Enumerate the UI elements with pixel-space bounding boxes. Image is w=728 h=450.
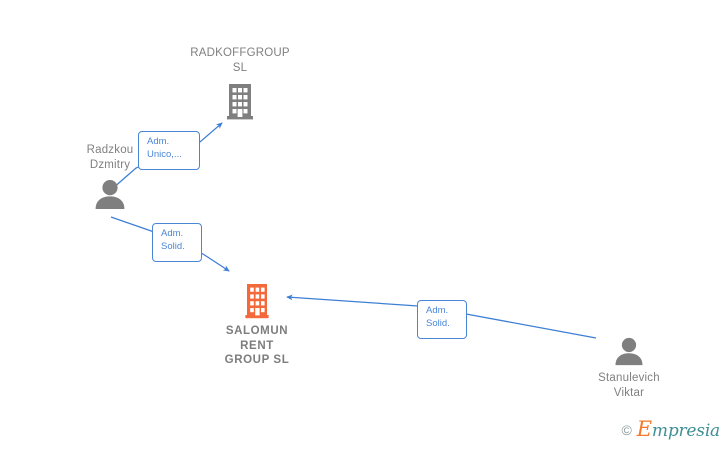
node-label-stanulevich: Stanulevich Viktar [598, 372, 660, 399]
building-icon [179, 75, 301, 121]
graph-node-stanulevich[interactable]: Stanulevich Viktar [566, 336, 692, 400]
edge-label-radzkou-radkoffgroup[interactable]: Adm. Unico,... [138, 131, 200, 170]
empresia-logo-initial: E [636, 417, 652, 441]
copyright-icon: © [621, 422, 632, 438]
person-icon [45, 172, 175, 210]
empresia-watermark: © Empresia [621, 417, 720, 441]
node-label-salomun: SALOMUN RENT GROUP SL [224, 325, 290, 366]
empresia-logo: Empresia [636, 417, 720, 441]
graph-node-radkoffgroup[interactable]: RADKOFFGROUP SL [179, 46, 301, 121]
empresia-logo-rest: mpresia [651, 421, 720, 441]
person-icon [566, 336, 692, 366]
building-icon [196, 282, 318, 320]
graph-node-salomun[interactable]: SALOMUN RENT GROUP SL [196, 282, 318, 368]
node-label-radzkou: Radzkou Dzmitry [86, 144, 134, 171]
edge-label-radzkou-salomun[interactable]: Adm. Solid. [152, 223, 202, 262]
edge-label-stanulevich-salomun[interactable]: Adm. Solid. [417, 300, 467, 339]
node-label-radkoffgroup: RADKOFFGROUP SL [190, 47, 290, 74]
graph-node-radzkou[interactable]: Radzkou Dzmitry [45, 143, 175, 210]
